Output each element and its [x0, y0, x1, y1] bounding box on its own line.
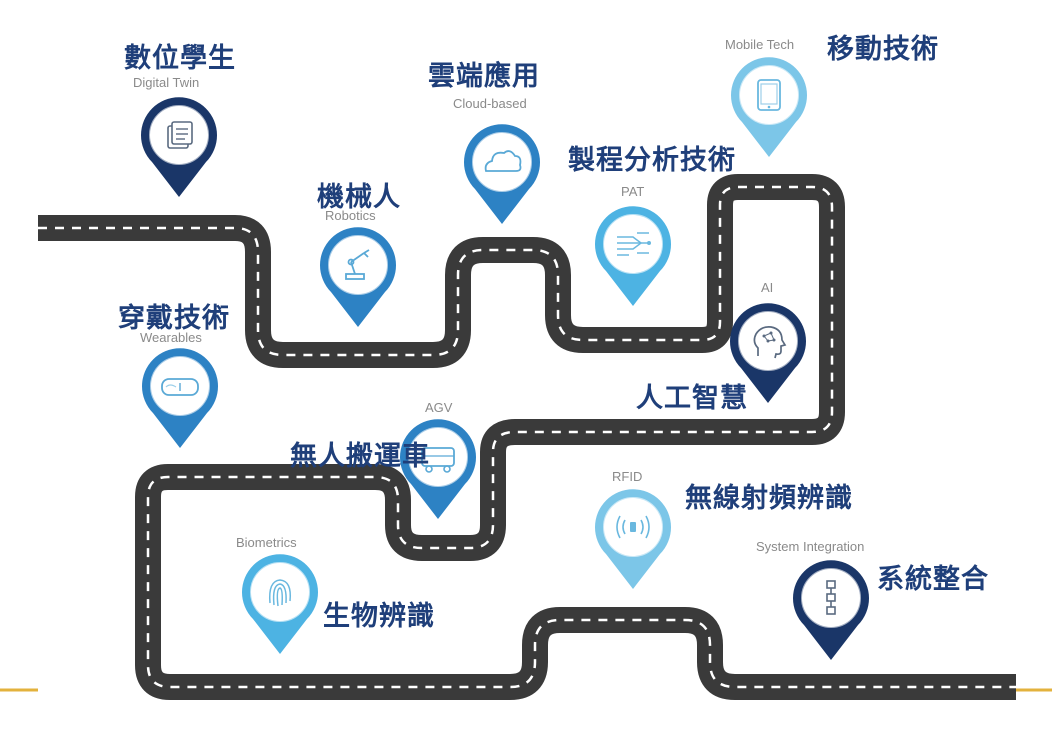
pin-cloud [464, 124, 540, 224]
milestone-title-system: 系統整合 [877, 564, 989, 595]
milestone-subtitle-cloud: Cloud-based [453, 96, 527, 111]
milestone-subtitle-biometrics: Biometrics [236, 535, 297, 550]
vr-goggles-icon [161, 378, 199, 396]
pin-agv [400, 419, 476, 519]
milestone-title-wearables: 穿戴技術 [118, 303, 230, 334]
milestone-title-pat: 製程分析技術 [568, 145, 736, 176]
pin-system [793, 560, 869, 660]
pin-wearables [142, 348, 218, 448]
pin-face [801, 568, 861, 628]
milestone-title-cloud: 雲端應用 [428, 61, 540, 92]
milestone-title-biometrics: 生物辨識 [323, 601, 435, 632]
pin-face [472, 132, 532, 192]
milestone-subtitle-system: System Integration [756, 539, 865, 554]
milestone-subtitle-digital-twin: Digital Twin [133, 75, 200, 90]
milestone-title-ai: 人工智慧 [636, 383, 748, 414]
pin-pat [595, 206, 671, 306]
milestone-subtitle-pat: PAT [621, 184, 645, 199]
cloud-icon [484, 150, 522, 172]
milestone-title-rfid: 無線射頻辨識 [685, 483, 853, 514]
milestone-subtitle-wearables: Wearables [140, 330, 202, 345]
milestone-title-digital-twin: 數位學生 [124, 43, 236, 74]
fingerprint-icon [268, 579, 292, 607]
milestone-subtitle-mobile: Mobile Tech [725, 37, 795, 52]
data-stream-icon [617, 232, 651, 256]
tablet-icon [757, 79, 781, 111]
milestone-title-robotics: 機械人 [317, 182, 401, 213]
pin-robotics [320, 227, 396, 327]
flowchart-icon [826, 580, 836, 615]
ai-head-icon [753, 326, 787, 359]
rfid-icon [616, 515, 650, 539]
pin-face [328, 235, 388, 295]
robot-arm-icon [345, 249, 370, 280]
milestone-subtitle-ai: AI [761, 280, 774, 295]
pin-face [603, 214, 663, 274]
pin-face [739, 65, 799, 125]
pin-face [408, 427, 468, 487]
milestone-title-agv: 無人搬運車 [290, 441, 430, 472]
milestone-title-mobile: 移動技術 [827, 34, 939, 65]
milestone-subtitle-agv: AGV [425, 400, 453, 415]
pin-digital-twin [141, 97, 217, 197]
pin-face [250, 562, 310, 622]
pin-biometrics [242, 554, 318, 654]
pin-ai [730, 303, 806, 403]
road-surface [38, 174, 1016, 700]
document-stack-icon [167, 121, 193, 149]
milestone-subtitle-robotics: Robotics [325, 208, 376, 223]
milestone-subtitle-rfid: RFID [612, 469, 643, 484]
pin-mobile [731, 57, 807, 157]
vehicle-icon [421, 447, 455, 473]
pin-rfid [595, 489, 671, 589]
